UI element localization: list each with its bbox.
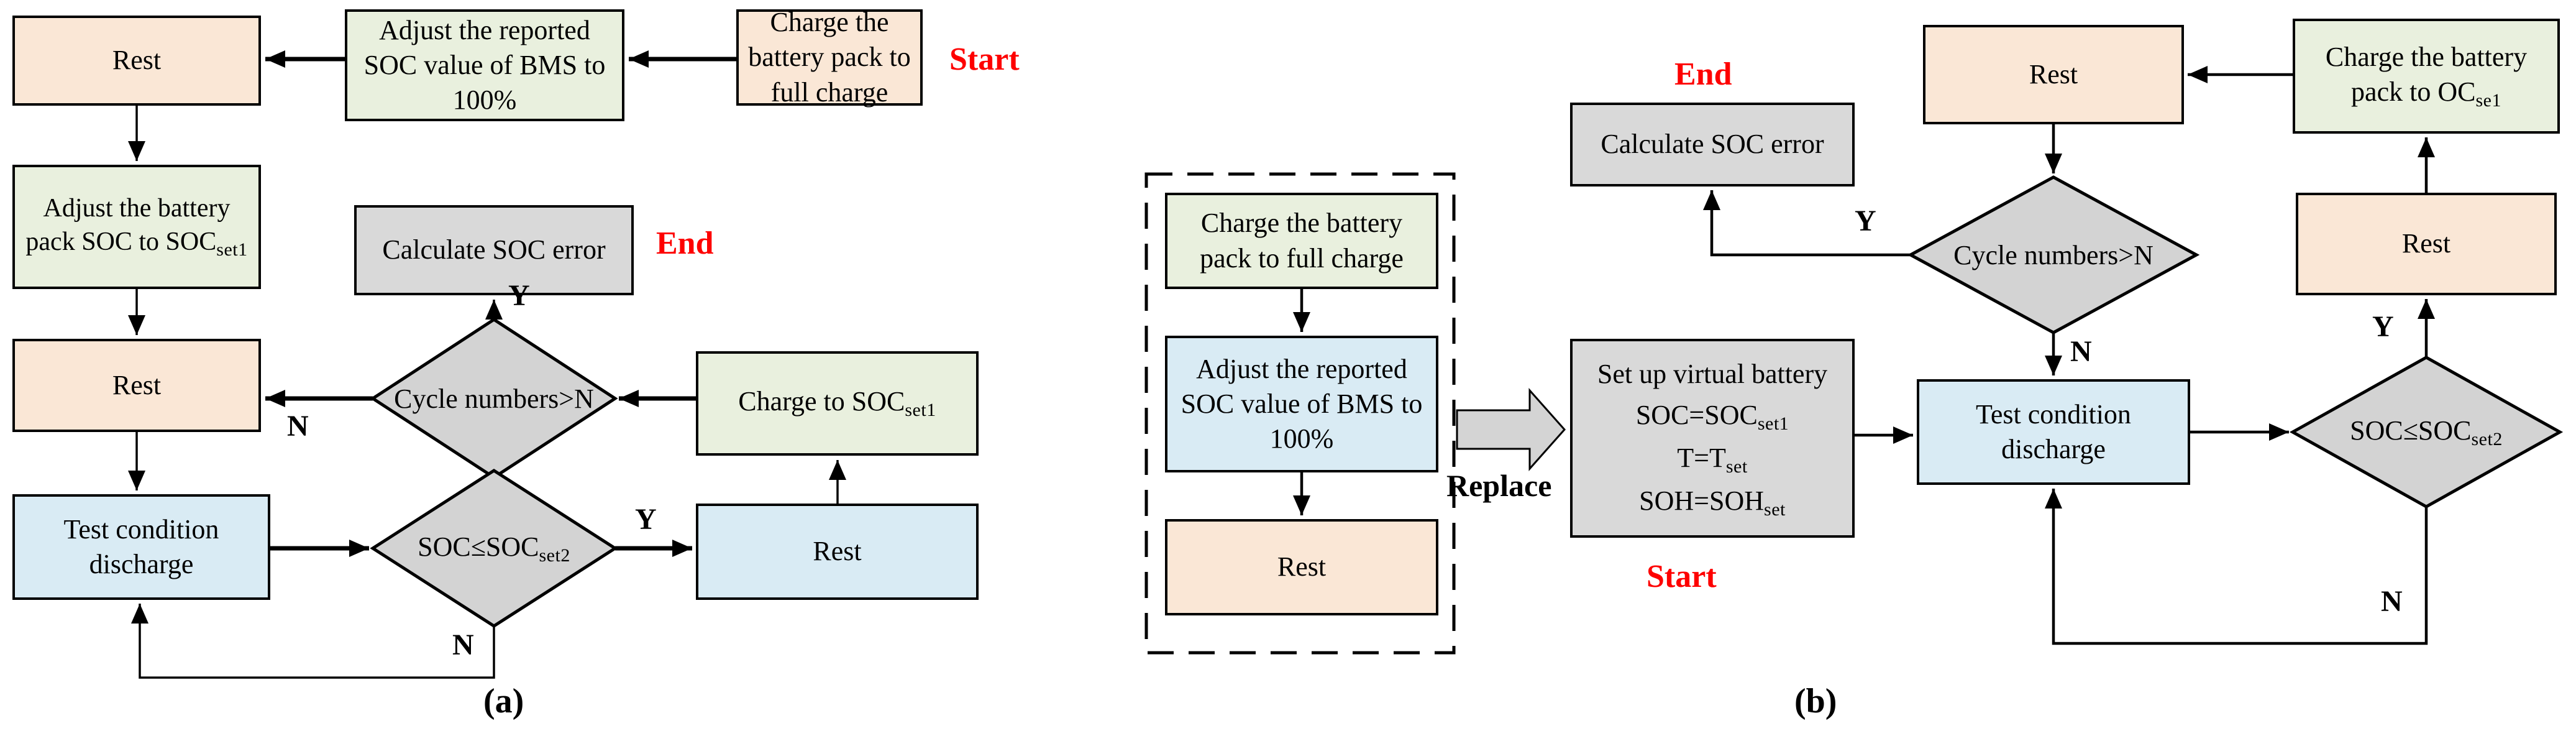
- b-setup-virtual-battery-box: Set up virtual battery SOC=SOCset1 T=Tse…: [1570, 339, 1855, 538]
- b-adjust-reported-label: Adjust the reported SOC value of BMS to …: [1181, 353, 1423, 454]
- b-calc-error-box: Calculate SOC error: [1570, 103, 1855, 186]
- b-test-discharge-box: Test condition discharge: [1917, 379, 2190, 485]
- b-charge-full-label: Charge the battery pack to full charge: [1200, 208, 1404, 274]
- b-setup-line3: T=Tset: [1677, 442, 1748, 477]
- b-rest-right-label: Rest: [2401, 228, 2451, 259]
- b-rest-top-label: Rest: [2029, 58, 2078, 90]
- a-soccheck-no-label: N: [452, 628, 474, 661]
- a-adjust-pack-label: Adjust the battery pack SOC to SOCset1: [25, 193, 248, 260]
- a-cycle-check-label: Cycle numbers>N: [394, 383, 594, 414]
- a-cyclecheck-no-label: N: [287, 410, 309, 443]
- a-cycle-check-diamond: [370, 318, 618, 479]
- b-soc-check-diamond: [2289, 356, 2564, 509]
- a-charge-full-label: Charge the battery pack to full charge: [748, 7, 911, 108]
- b-test-discharge-label: Test condition discharge: [1976, 398, 2131, 464]
- a-charge-to-label: Charge to SOCset1: [738, 386, 936, 421]
- b-rest-right-box: Rest: [2296, 193, 2557, 295]
- figure-a-label: (a): [483, 682, 524, 720]
- a-rest-top-box: Rest: [12, 16, 261, 106]
- b-arrow-soccheck-no-loop: [2045, 489, 2428, 645]
- b-rest-dashed-box: Rest: [1165, 519, 1438, 615]
- b-setup-line2: SOC=SOCset1: [1635, 399, 1789, 434]
- a-rest-top-label: Rest: [112, 45, 162, 76]
- a-cyclecheck-yes-label: Y: [508, 279, 530, 312]
- a-arrow-soccheck-no-loop: [131, 604, 495, 679]
- a-calc-error-box: Calculate SOC error: [354, 205, 634, 295]
- a-test-discharge-box: Test condition discharge: [12, 494, 270, 600]
- b-soccheck-yes-label: Y: [2372, 310, 2394, 343]
- a-adjust-reported-box: Adjust the reported SOC value of BMS to …: [345, 9, 624, 121]
- a-soc-check-label: SOC≤SOCset2: [418, 531, 570, 566]
- b-setup-line4: SOH=SOHset: [1639, 485, 1786, 520]
- b-arrow-cyclecheck-yes-to-calc: [1703, 190, 1911, 257]
- b-soc-check-label: SOC≤SOCset2: [2350, 415, 2503, 449]
- a-calc-error-label: Calculate SOC error: [382, 234, 606, 265]
- a-soc-check-subscript: set2: [539, 545, 570, 566]
- b-charge-oc-box: Charge the battery pack to OCse1: [2293, 19, 2560, 134]
- b-cycle-check-label: Cycle numbers>N: [1953, 239, 2154, 270]
- b-cyclecheck-no-label: N: [2070, 335, 2092, 368]
- figure-b-label: (b): [1794, 682, 1837, 720]
- a-rest-right-label: Rest: [813, 536, 862, 567]
- b-setup-soc-subscript: set1: [1757, 413, 1789, 434]
- b-end-label: End: [1674, 57, 1732, 92]
- b-setup-t-subscript: set: [1725, 456, 1748, 477]
- b-cycle-check-diamond: [1907, 175, 2200, 334]
- b-charge-full-box: Charge the battery pack to full charge: [1165, 193, 1438, 289]
- b-charge-oc-label: Charge the battery pack to OCse1: [2325, 41, 2528, 111]
- a-soccheck-yes-label: Y: [635, 503, 657, 536]
- replace-label: Replace: [1446, 468, 1552, 503]
- b-adjust-reported-box: Adjust the reported SOC value of BMS to …: [1165, 336, 1438, 472]
- b-setup-line1: Set up virtual battery: [1597, 358, 1828, 389]
- replace-group-dashed-border: [1144, 172, 1456, 655]
- b-cyclecheck-yes-label: Y: [1855, 205, 1876, 237]
- replace-block-arrow-icon: [1456, 388, 1566, 471]
- b-start-label: Start: [1647, 559, 1717, 594]
- a-test-discharge-label: Test condition discharge: [63, 513, 219, 579]
- b-rest-dashed-label: Rest: [1277, 551, 1327, 582]
- a-charge-to-box: Charge to SOCset1: [696, 351, 979, 456]
- b-soc-check-subscript: set2: [2471, 428, 2503, 449]
- b-soccheck-no-label: N: [2381, 585, 2403, 618]
- a-charge-full-box: Charge the battery pack to full charge: [736, 7, 923, 108]
- a-end-label: End: [656, 226, 714, 261]
- a-start-label: Start: [949, 42, 1020, 77]
- a-adjust-reported-label: Adjust the reported SOC value of BMS to …: [363, 14, 606, 116]
- a-adjust-pack-subscript: set1: [216, 239, 248, 260]
- a-rest-mid-label: Rest: [112, 369, 162, 400]
- b-setup-soh-subscript: set: [1764, 499, 1786, 520]
- b-calc-error-label: Calculate SOC error: [1601, 129, 1824, 160]
- b-charge-oc-subscript: se1: [2475, 90, 2501, 111]
- b-rest-top-box: Rest: [1923, 25, 2184, 124]
- a-rest-mid-box: Rest: [12, 339, 261, 432]
- a-adjust-pack-box: Adjust the battery pack SOC to SOCset1: [12, 165, 261, 289]
- a-rest-right-box: Rest: [696, 504, 979, 600]
- a-charge-to-subscript: set1: [905, 400, 936, 421]
